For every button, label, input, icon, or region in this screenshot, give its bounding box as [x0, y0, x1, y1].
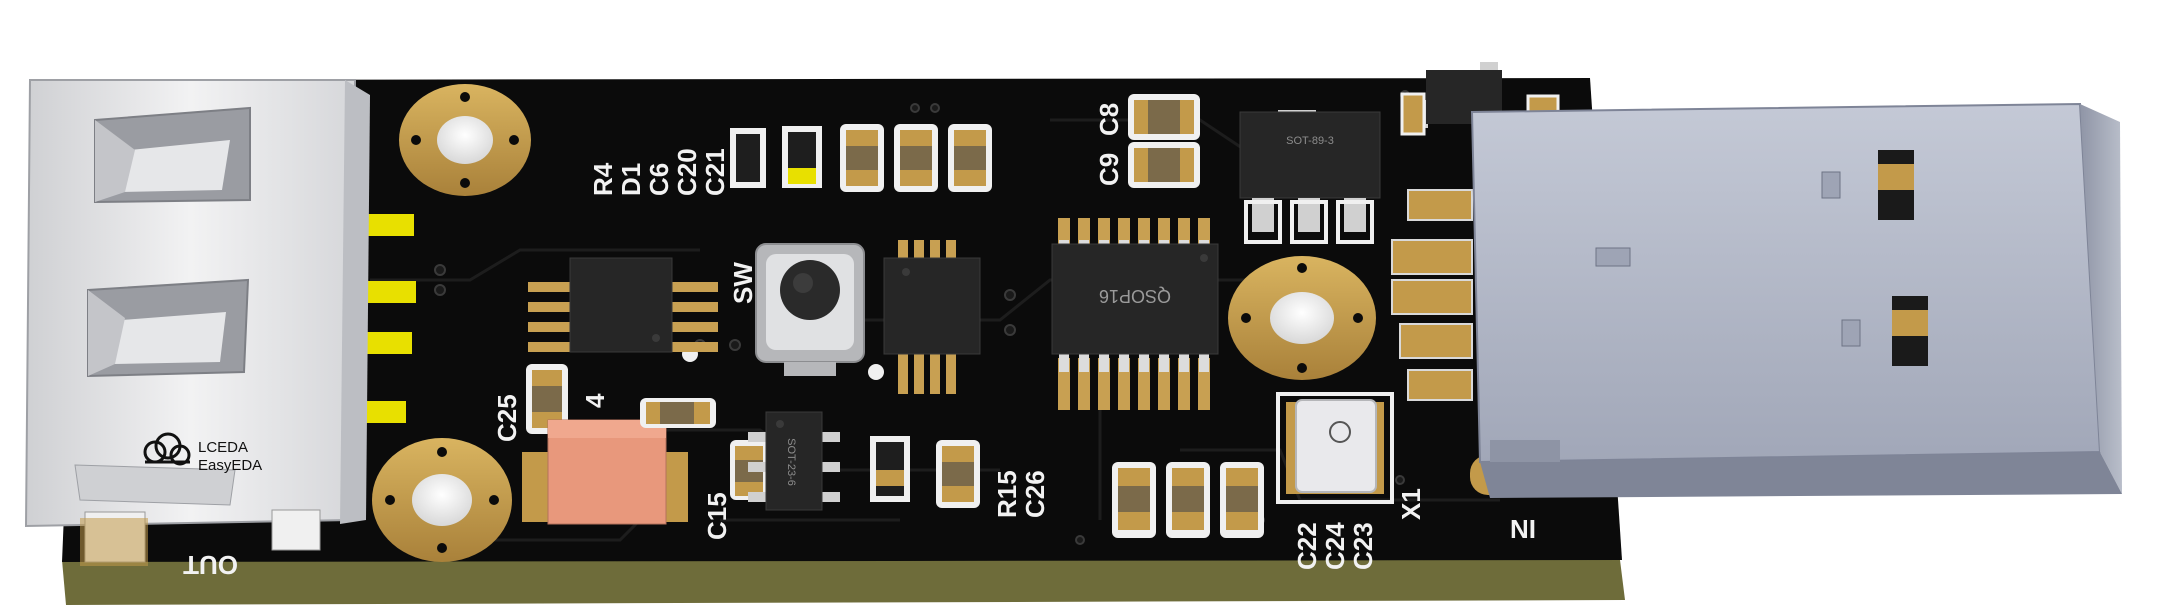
- capacitor-c9: [1128, 142, 1200, 188]
- label-c6: C6: [644, 163, 674, 196]
- mounting-hole-bottom-left: [372, 438, 512, 562]
- crystal-x1: [1276, 392, 1394, 504]
- chip-markings: SOT-89-3 QSOP16 SOT-23-6: [785, 135, 1334, 486]
- label-c24: C24: [1320, 522, 1350, 570]
- mounting-hole-top-left: [399, 84, 531, 196]
- tactile-switch[interactable]: [755, 243, 865, 376]
- resistor-r4: [730, 128, 766, 188]
- label-c21: C21: [700, 148, 730, 196]
- logo-text-lceda: LCEDA: [198, 439, 248, 456]
- sot23-6-ic: [748, 411, 840, 511]
- board-edge: [62, 560, 1625, 605]
- label-c25: C25: [492, 394, 522, 442]
- label-c23: C23: [1348, 522, 1378, 570]
- label-u4: 4: [580, 393, 610, 408]
- silkscreen: R4 D1 C6 C20 C21 C8 C9 SW C25 4 C15 R15 …: [183, 103, 1536, 580]
- label-c20: C20: [672, 148, 702, 196]
- resistor-r15: [936, 440, 980, 508]
- label-d1: D1: [616, 163, 646, 196]
- lceda-logo: LCEDA EasyEDA: [143, 432, 262, 474]
- marking-sot23-6: SOT-23-6: [785, 438, 797, 486]
- label-r15: R15: [992, 470, 1022, 518]
- qsop16-ic: [1051, 218, 1219, 410]
- label-sw: SW: [728, 262, 758, 304]
- mounting-hole-right: [1228, 256, 1376, 380]
- power-inductor: [522, 419, 688, 525]
- capacitor-c20: [894, 124, 938, 192]
- soic8-ic-middle: [883, 240, 981, 394]
- sot89-regulator: [1239, 110, 1381, 244]
- capacitor-c24: [1166, 462, 1210, 538]
- plug-shell-top: [1470, 102, 2102, 464]
- label-out: OUT: [183, 550, 238, 580]
- plug-slots: [1595, 150, 1928, 366]
- label-c8: C8: [1094, 103, 1124, 136]
- capacitor-c23: [1220, 462, 1264, 538]
- components: [522, 62, 1560, 538]
- cloud-logo-icon: [143, 432, 191, 466]
- marking-qsop16: QSOP16: [1099, 286, 1171, 306]
- plug-shell-front: [2080, 104, 2122, 494]
- capacitor-small-top: [640, 398, 716, 428]
- label-in: IN: [1510, 514, 1536, 544]
- mounting-holes: [372, 84, 1376, 562]
- led-d1: [782, 126, 822, 188]
- logo-text-easyeda: EasyEDA: [198, 457, 262, 474]
- label-r4: R4: [588, 162, 618, 196]
- label-c26: C26: [1020, 470, 1050, 518]
- resistor-small: [870, 436, 910, 502]
- usb-a-receptacle-icon: [24, 79, 416, 566]
- marking-sot89: SOT-89-3: [1286, 135, 1334, 147]
- capacitor-c6: [840, 124, 884, 192]
- via-white: [868, 364, 884, 380]
- usb-a-plug-icon: [1470, 102, 2122, 498]
- capacitor-c22: [1112, 462, 1156, 538]
- label-c22: C22: [1292, 522, 1322, 570]
- capacitor-c25: [526, 364, 568, 434]
- label-c15: C15: [702, 492, 732, 540]
- label-x1: X1: [1396, 488, 1426, 520]
- label-c9: C9: [1094, 153, 1124, 186]
- usb-plug-pads: [1391, 189, 1473, 401]
- soic8-ic-left: [528, 257, 718, 353]
- capacitor-c8: [1128, 94, 1200, 140]
- capacitor-c21: [948, 124, 992, 192]
